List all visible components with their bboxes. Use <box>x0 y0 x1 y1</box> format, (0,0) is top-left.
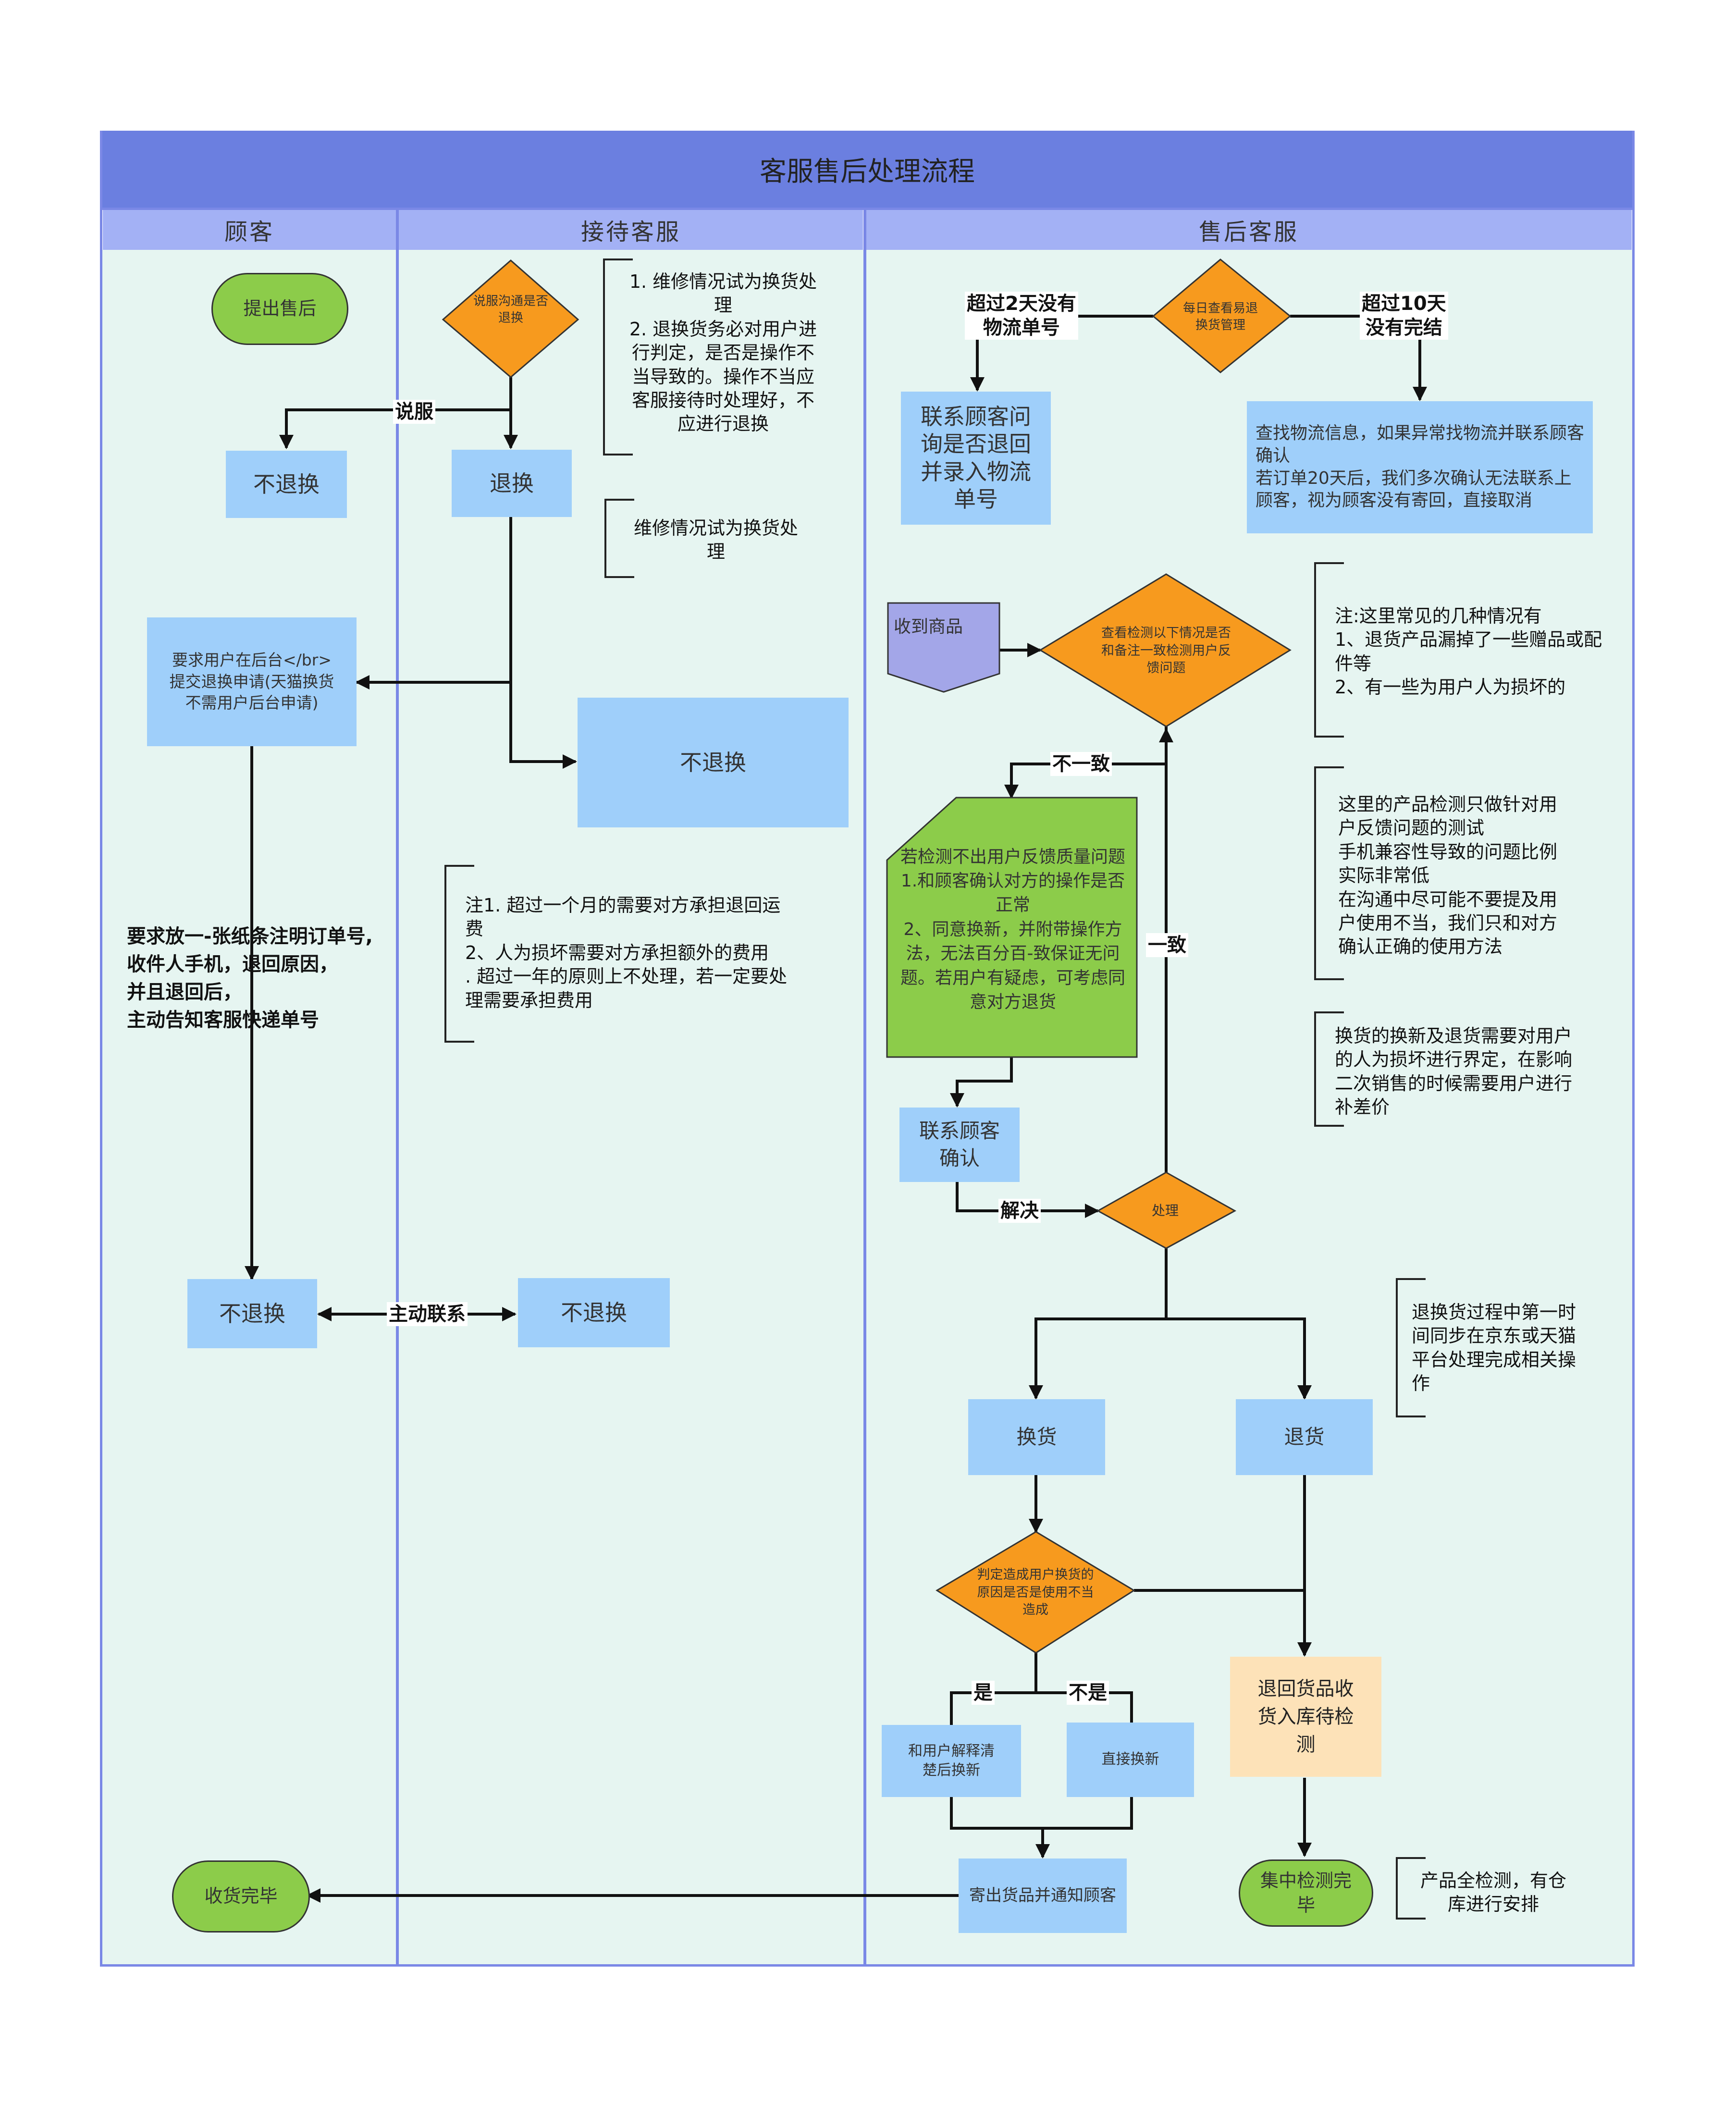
process-refund: 退货 <box>1236 1399 1373 1475</box>
decision-check <box>1039 573 1292 727</box>
note-reception-2: 维修情况试为换货处理 <box>633 517 798 563</box>
decision-check-text: 查看检测以下情况是否和备注一致检测用户反馈问题 <box>1101 626 1231 676</box>
process-direct-exchange: 直接换新 <box>1067 1723 1194 1797</box>
edge-label-resolved: 解决 <box>998 1199 1041 1223</box>
lane-header-reception: 接待客服 <box>399 209 863 250</box>
note-aftersales-2: 这里的产品检测只做针对用户反馈问题的测试 手机兼容性导致的问题比例实际非常低 在… <box>1338 794 1558 958</box>
process-no-return-bottom-mid: 不退换 <box>518 1278 670 1347</box>
decision-persuade <box>442 259 579 378</box>
decision-handle <box>1096 1171 1237 1249</box>
decision-misuse-text: 判定造成用户换货的原因是否是使用不当造成 <box>977 1567 1094 1618</box>
note-bracket-reception-3 <box>444 865 474 1043</box>
lane-header-aftersales: 售后客服 <box>866 209 1632 250</box>
document-receive-goods-text: 收到商品 <box>894 616 963 637</box>
note-bracket-aftersales-4 <box>1396 1278 1426 1417</box>
note-aftersales-4: 退换货过程中第一时间同步在京东或天猫平台处理完成相关操作 <box>1412 1302 1576 1394</box>
decision-persuade-text: 说服沟通是否退换 <box>473 294 549 325</box>
edge-explain-to-ship <box>950 1797 1133 1830</box>
note-bracket-aftersales-1 <box>1314 562 1344 738</box>
edge-label-mismatch: 不一致 <box>1050 752 1112 776</box>
process-warehouse-check: 退回货品收货入库待检测 <box>1230 1657 1381 1777</box>
lane-border-right <box>1632 131 1635 1966</box>
lane-customer-bg <box>101 250 396 1965</box>
process-find-logistics: 查找物流信息，如果异常找物流并联系顾客确认 若订单20天后，我们多次确认无法联系… <box>1247 401 1593 533</box>
edge-to-refund <box>1166 1317 1312 1400</box>
note-bracket-aftersales-2 <box>1314 766 1344 980</box>
edge-note-to-contact <box>950 1057 1013 1108</box>
note-mismatch-text: 若检测不出用户反馈质量问题 1.和顾客确认对方的操作是否正常 2、同意换新，并附… <box>900 847 1125 1012</box>
process-contact-confirm: 联系顾客确认 <box>899 1108 1020 1182</box>
process-no-return-big: 不退换 <box>578 698 849 827</box>
edge-label-persuade: 说服 <box>393 400 435 424</box>
note-reception-3: 注1. 超过一个月的需要对方承担退回运费 2、人为损坏需要对方承担额外的费用 .… <box>465 895 788 1011</box>
lane-border-1 <box>396 209 399 1966</box>
edge-resolved <box>956 1182 1099 1218</box>
lane-reception-bg <box>398 250 864 1965</box>
edge-to-exchange <box>1029 1317 1166 1400</box>
lane-header-customer: 顾客 <box>103 209 396 250</box>
process-no-return-left: 不退换 <box>226 451 347 518</box>
process-no-return-bottom-left: 不退换 <box>187 1279 317 1348</box>
note-aftersales-3: 换货的换新及退货需要对用户的人为损坏进行界定，在影响二次销售的时候需要用户进行补… <box>1335 1025 1573 1118</box>
flowchart-title: 客服售后处理流程 <box>101 131 1634 208</box>
document-receive-goods <box>887 602 1000 693</box>
note-shape-mismatch <box>886 797 1138 1058</box>
process-submit-request: 要求用户在后台</br>提交退换申请(天猫换货不需用户后台申请) <box>147 617 357 746</box>
note-bracket-aftersales-5 <box>1396 1857 1426 1920</box>
edge-label-match: 一致 <box>1146 933 1188 957</box>
edge-label-active-contact: 主动联系 <box>387 1302 468 1326</box>
terminal-inspection-done: 集中检测完毕 <box>1239 1859 1373 1927</box>
process-return-exchange: 退换 <box>452 450 572 517</box>
terminal-goods-received: 收货完毕 <box>172 1860 310 1933</box>
decision-misuse <box>936 1531 1135 1654</box>
edge-label-yes: 是 <box>972 1681 995 1705</box>
lane-border-2 <box>863 209 866 1966</box>
decision-handle-text: 处理 <box>1151 1203 1179 1219</box>
note-aftersales-1: 注:这里常见的几种情况有 1、退货产品漏掉了一些赠品或配件等 2、有一些为用户人… <box>1335 605 1602 698</box>
header-divider <box>100 208 1635 210</box>
edge-label-no: 不是 <box>1067 1681 1109 1705</box>
decision-daily-check <box>1152 259 1292 373</box>
process-ship-notify: 寄出货品并通知顾客 <box>959 1859 1127 1933</box>
edge-yes <box>950 1691 1036 1725</box>
note-aftersales-5: 产品全检测，有仓库进行安排 <box>1420 1870 1566 1915</box>
decision-daily-check-text: 每日查看易退换货管理 <box>1182 301 1258 332</box>
edge-label-customer-instruction: 要求放一-张纸条注明订单号, 收件人手机，退回原因， 并且退回后， 主动告知客服… <box>127 925 373 1031</box>
edge-label-over-10-days: 超过10天 没有完结 <box>1360 292 1448 340</box>
terminal-submit-aftersales: 提出售后 <box>211 273 348 345</box>
process-exchange: 换货 <box>968 1399 1105 1475</box>
note-reception-1: 1. 维修情况试为换货处理 2. 退换货务必对用户进行判定，是否是操作不当导致的… <box>629 271 817 435</box>
process-contact-logistics: 联系顾客问询是否退回并录入物流单号 <box>901 392 1051 525</box>
edge-label-over-2-days: 超过2天没有 物流单号 <box>965 292 1078 340</box>
note-bracket-aftersales-3 <box>1314 1011 1344 1127</box>
edge-to-no-return-big <box>509 682 577 769</box>
lane-border-left <box>100 131 102 1966</box>
lane-border-bottom <box>100 1964 1635 1967</box>
note-bracket-reception-2 <box>604 499 634 578</box>
process-explain-exchange: 和用户解释清楚后换新 <box>882 1725 1021 1797</box>
note-bracket-reception-1 <box>603 259 633 455</box>
